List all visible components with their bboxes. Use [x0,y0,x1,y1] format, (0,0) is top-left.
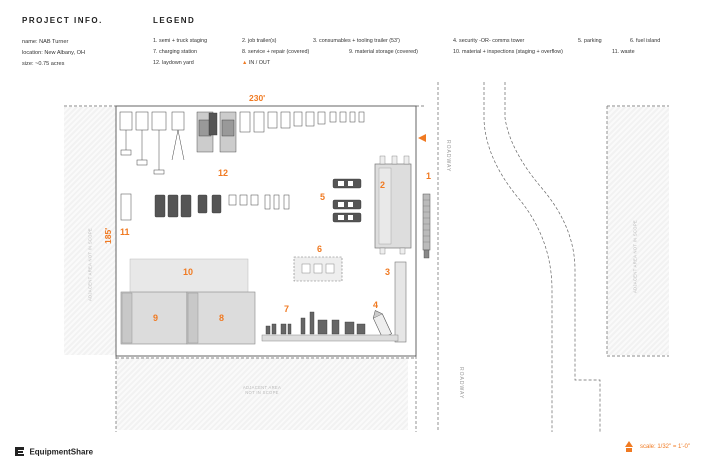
legend-item: 1. semi + truck staging [153,38,208,44]
legend-item: 6. fuel island [630,38,661,44]
company-logo: EquipmentShare [14,443,93,461]
zone-label-3: 3 [385,267,391,277]
scale-label: scale: 1/32" = 1'-0" [640,444,690,450]
project-size: size: ~0.75 acres [22,61,65,67]
zone-4-tower [372,310,393,339]
legend-item: 8. service + repair (covered) [242,49,310,55]
zone-7-charging [261,334,399,342]
zone-label-2: 2 [380,180,386,190]
legend-item: 4. security -OR- comms tower [453,38,525,44]
adjacent-area-left [64,107,116,355]
adjacent-label-bottom: ADJACENT AREA NOT IN SCOPE [242,385,282,395]
zone-label-7: 7 [284,304,290,314]
dimension-width: 230' [249,93,266,103]
legend-item: 9. material storage (covered) [349,49,418,55]
zone-8-area [186,291,256,345]
legend-item: 11. waste [612,49,635,55]
zone-label-1: 1 [426,171,432,181]
in-out-marker-scale [625,441,633,447]
roadway-label-top: ROADWAY [445,140,451,173]
project-info-title: PROJECT INFO. [22,16,103,25]
zone-label-8: 8 [219,313,225,323]
zone-label-6: 6 [317,244,323,254]
zone-12-equipment [119,111,185,175]
logo-icon [15,447,24,457]
zone-5-parking [332,178,362,223]
legend-item: 3. consumables + tooling trailer (53') [313,38,400,44]
in-out-marker-top [418,134,426,142]
legend-item: 7. charging station [153,49,198,55]
legend-item: 5. parking [578,38,602,44]
adjacent-area-bottom [116,358,408,430]
project-name: name: NAB Turner [22,39,69,45]
dashed-boundaries [64,82,669,432]
zone-label-4: 4 [373,300,379,310]
zone-11-dumpster [120,193,132,221]
zone-label-11: 11 [120,227,130,237]
zone-label-10: 10 [183,267,194,277]
in-out-icon: ▲ [242,60,248,66]
roadway-label-bottom: ROADWAY [458,367,464,400]
zone-label-9: 9 [153,313,159,323]
zone-3-trailer [394,261,407,343]
zone-label-12: 12 [218,168,229,178]
project-info: name: NAB Turner location: New Albany, O… [22,37,85,70]
zone-label-5: 5 [320,192,326,202]
legend-item: 10. material + inspections (staging + ov… [453,49,563,55]
legend-item: 12. laydown yard [153,60,194,66]
adjacent-area-right [607,107,669,355]
legend-title: LEGEND [153,16,196,25]
dimension-height: 185' [103,227,113,244]
zone-1-truck-staging [422,193,431,259]
project-location: location: New Albany, OH [22,50,86,56]
legend-in-out: ▲ IN / OUT [242,60,271,66]
legend-item: 2. job trailer(s) [242,38,277,44]
